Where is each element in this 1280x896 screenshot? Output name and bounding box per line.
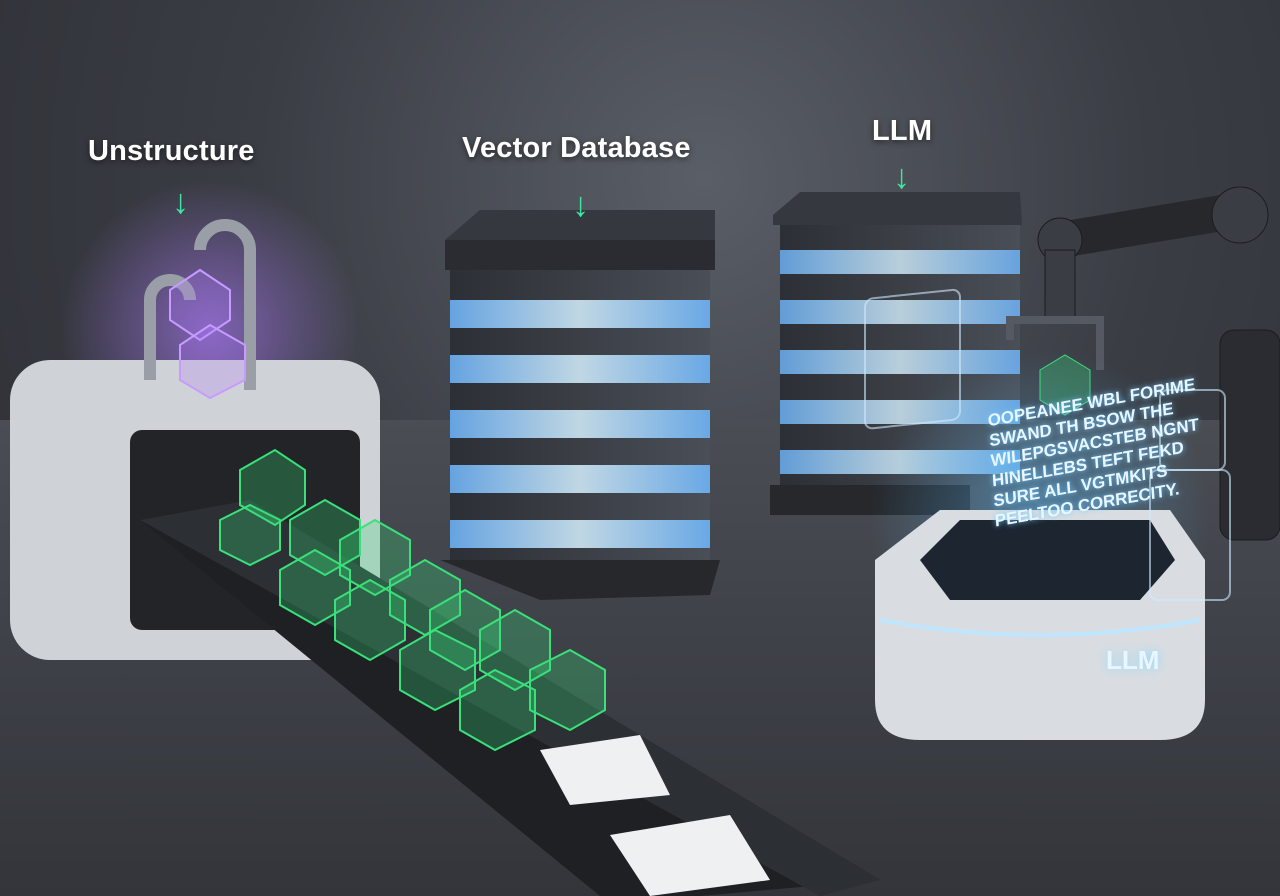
- llm-base: [864, 288, 1231, 740]
- green-cube-icons: [219, 448, 606, 752]
- purple-cube-icons: [169, 268, 246, 400]
- unstructure-label: Unstructure: [88, 135, 255, 167]
- down-arrow-icon: ↓: [172, 183, 189, 221]
- hologram-panels: [864, 288, 1231, 601]
- down-arrow-icon: ↓: [893, 158, 910, 196]
- conveyor-belt: [140, 448, 880, 896]
- llm-base-label: LLM: [1106, 645, 1160, 675]
- vector-database-server: [440, 210, 720, 600]
- vector-database-label: Vector Database: [462, 132, 691, 164]
- down-arrow-icon: ↓: [572, 186, 589, 224]
- llm-label: LLM: [872, 115, 933, 147]
